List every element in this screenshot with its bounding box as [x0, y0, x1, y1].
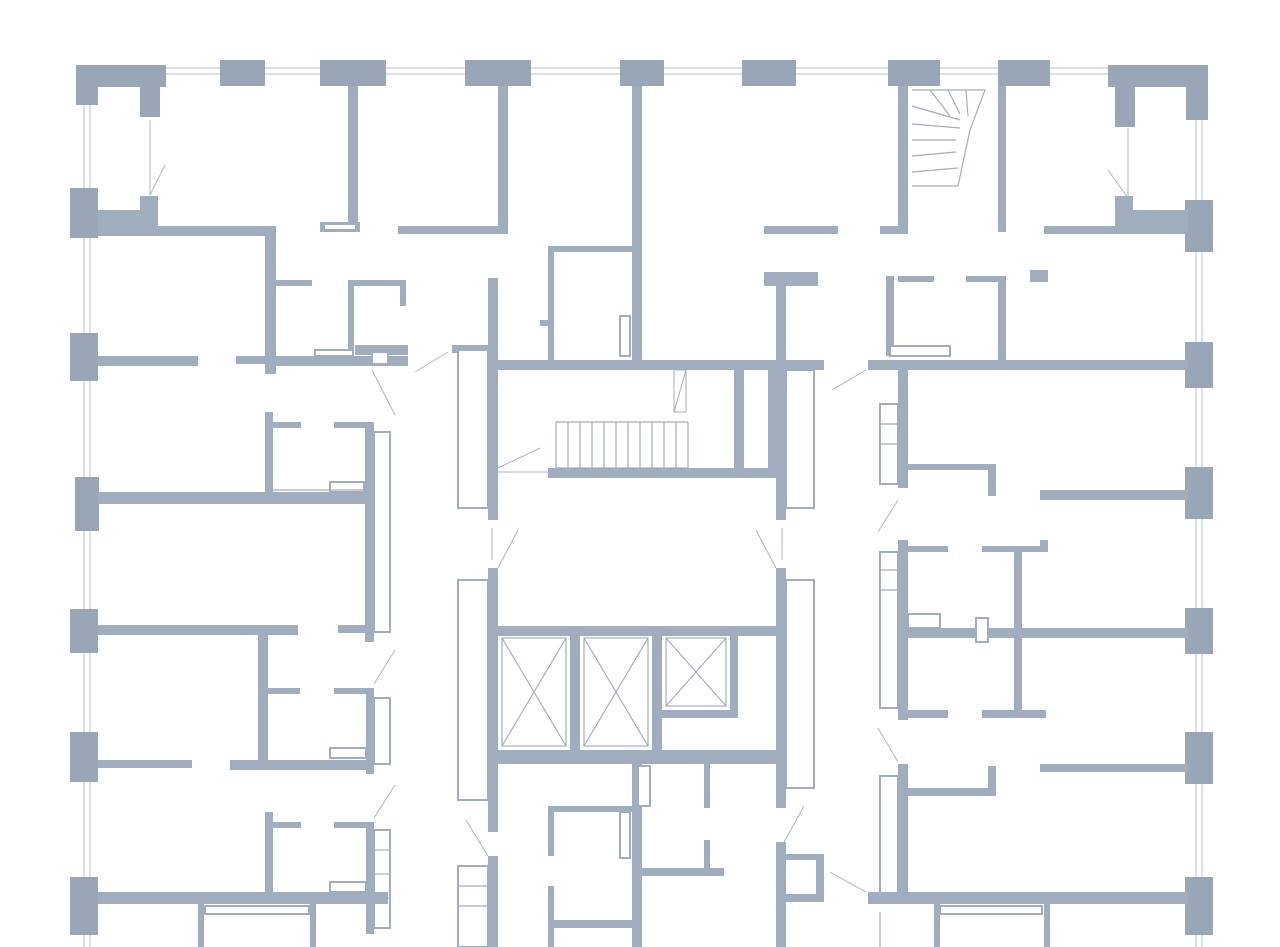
top-pillars: [76, 60, 1208, 127]
left-bottom-units: [98, 812, 391, 947]
right-bottom-units: [829, 764, 1188, 947]
top-center-units: [540, 86, 908, 366]
left-pillars: [70, 188, 99, 935]
bottom-center-units: [457, 764, 824, 947]
central-core: [452, 278, 824, 808]
left-middle-units: [98, 412, 396, 819]
right-pillars: [1185, 200, 1213, 935]
exterior-walls: [80, 67, 1205, 947]
top-right-units: [831, 86, 1188, 391]
top-left-units: [98, 86, 508, 416]
right-middle-units: [877, 368, 1188, 763]
